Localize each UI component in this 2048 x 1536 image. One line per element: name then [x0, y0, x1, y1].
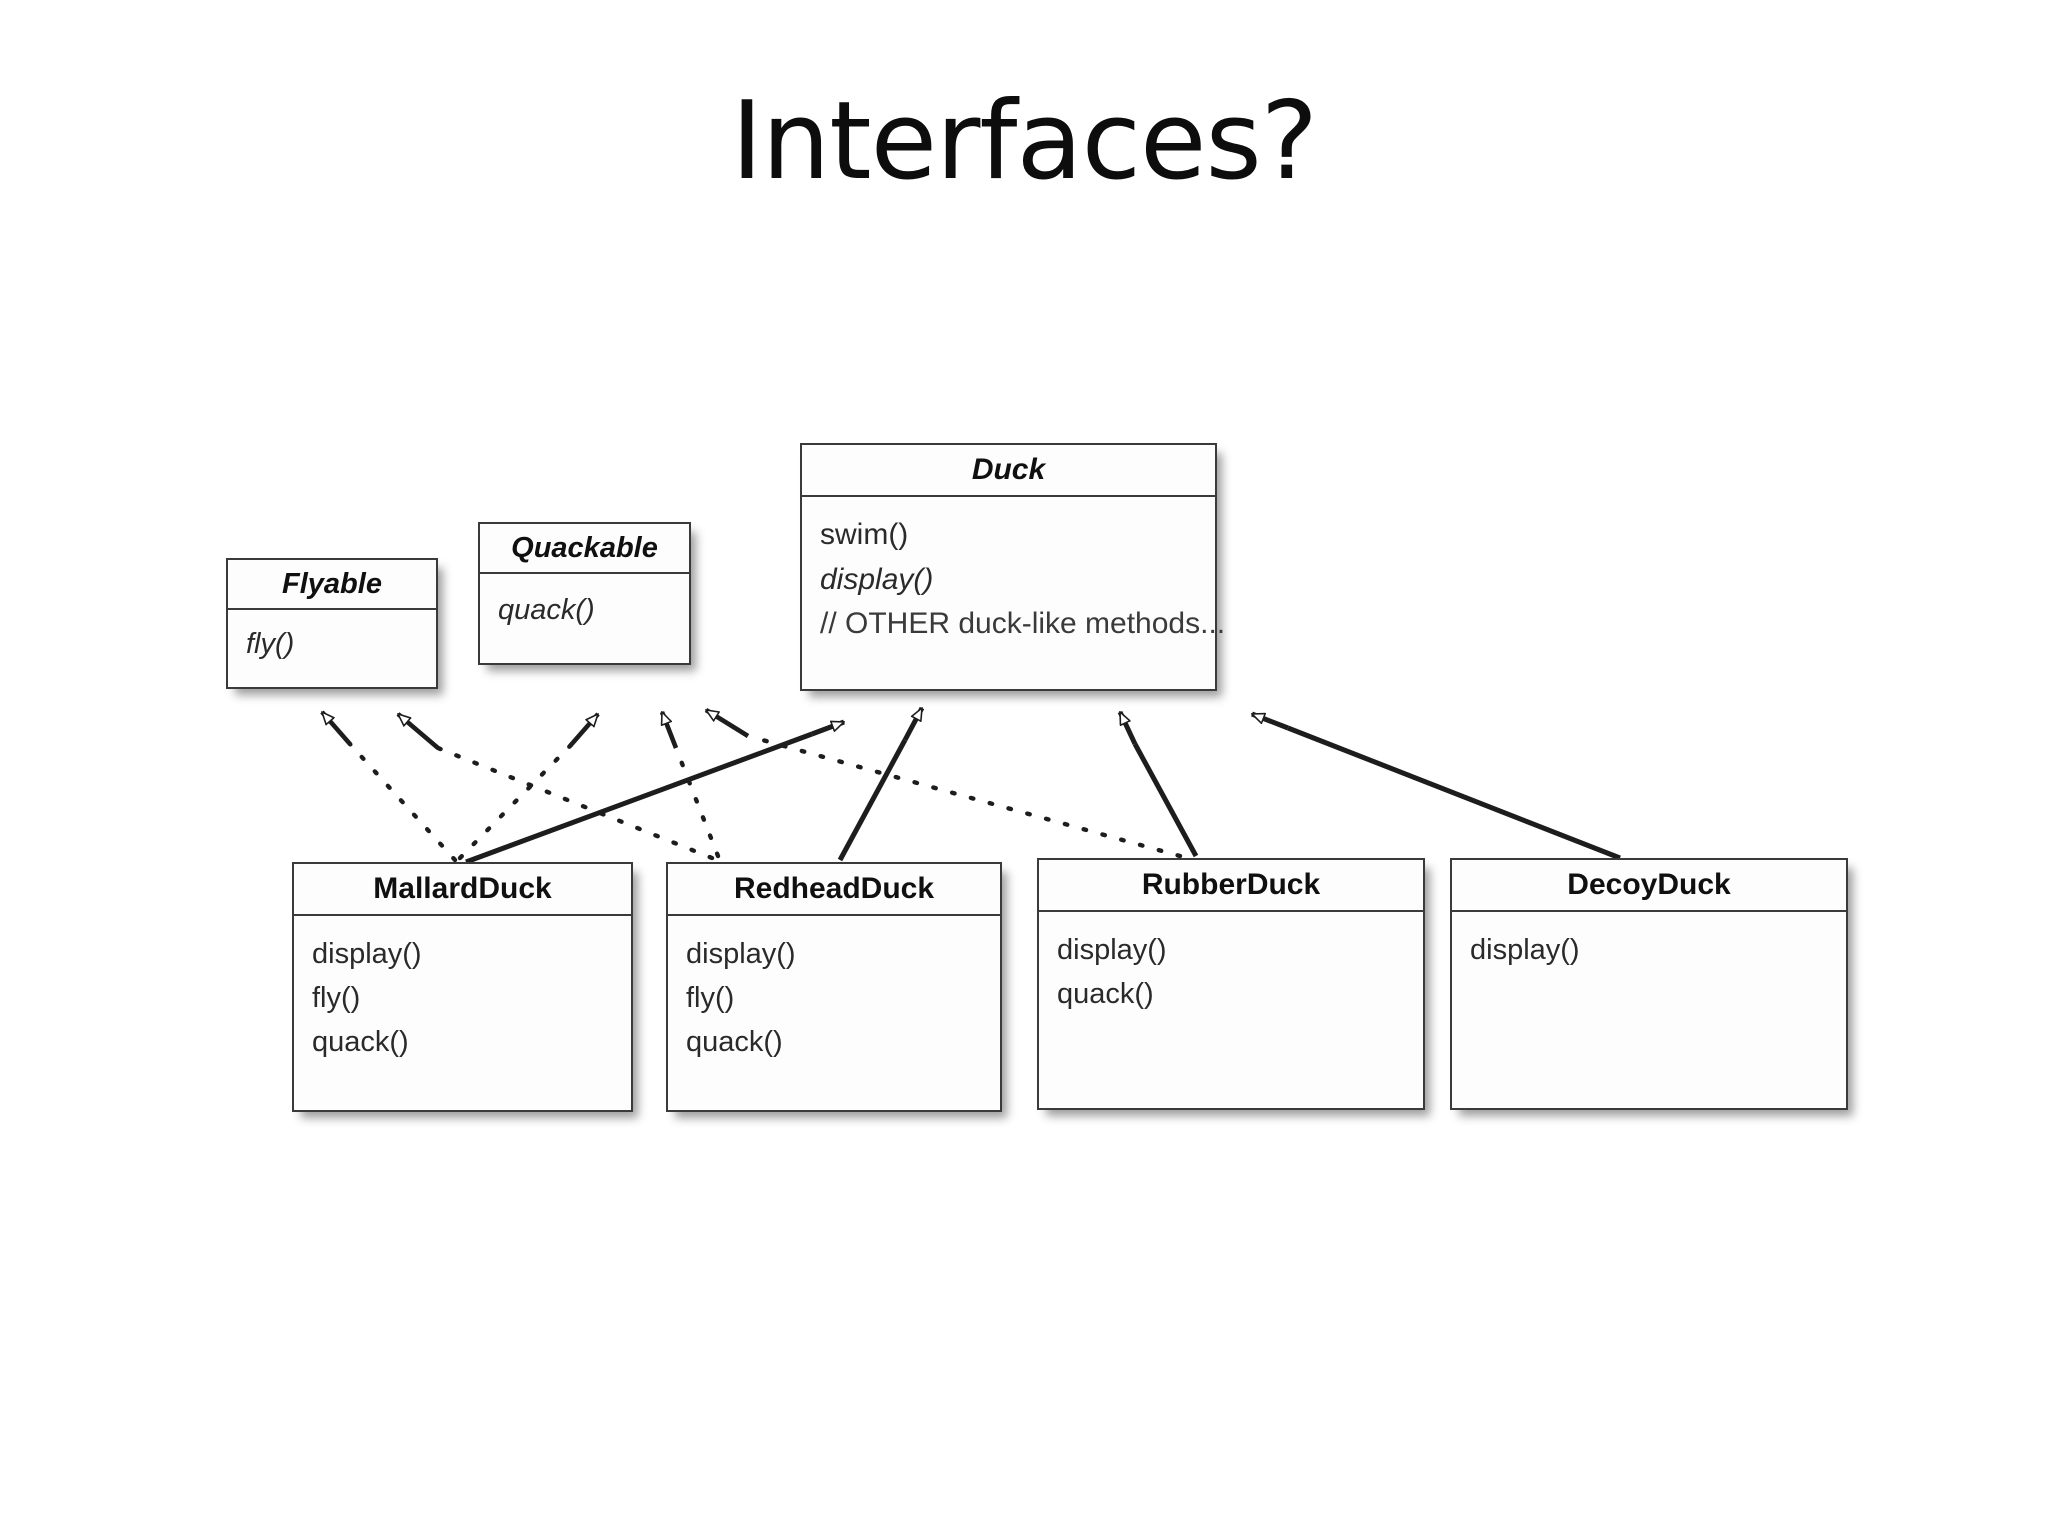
edge-decoy-extends-duck [1252, 711, 1621, 861]
uml-class-flyable[interactable]: Flyable fly() [226, 558, 438, 689]
uml-method-list: fly() [228, 610, 436, 676]
uml-method: display() [1057, 934, 1167, 966]
page-title: Interfaces? [730, 79, 1318, 204]
uml-method: display() [686, 938, 796, 970]
uml-method: quack() [498, 594, 595, 626]
uml-method: display() [312, 938, 422, 970]
uml-class-name: Quackable [480, 524, 689, 574]
edge-rubber-implements-quackable [706, 708, 1183, 859]
uml-method-list: display() [1452, 912, 1846, 982]
uml-method: fly() [312, 982, 361, 1015]
uml-method: quack() [686, 1026, 783, 1059]
uml-method: display() [820, 562, 934, 596]
uml-method-list: quack() [480, 574, 689, 642]
uml-method: fly() [686, 982, 735, 1015]
uml-class-rubberduck[interactable]: RubberDuck display() quack() [1037, 858, 1425, 1110]
edge-mallard-implements-flyable [320, 712, 458, 863]
edge-rubber-extends-duck [1117, 712, 1199, 858]
uml-class-redheadduck[interactable]: RedheadDuck display() fly() quack() [666, 862, 1002, 1112]
uml-class-name: Flyable [228, 560, 436, 610]
uml-class-duck[interactable]: Duck swim() display() // OTHER duck-like… [800, 443, 1226, 691]
edge-mallard-implements-quackable [457, 714, 600, 861]
uml-class-name: RubberDuck [1039, 860, 1423, 912]
uml-method: fly() [246, 628, 295, 660]
uml-class-decoyduck[interactable]: DecoyDuck display() [1450, 858, 1848, 1110]
uml-method-list: display() fly() quack() [668, 916, 1000, 1074]
edge-redhead-implements-quackable [659, 712, 721, 859]
edge-redhead-extends-duck [837, 708, 925, 862]
uml-class-mallardduck[interactable]: MallardDuck display() fly() quack() [292, 862, 633, 1112]
uml-class-name: RedheadDuck [668, 864, 1000, 916]
edge-mallard-extends-duck [465, 719, 844, 865]
uml-method: display() [1470, 934, 1580, 966]
uml-class-name: DecoyDuck [1452, 860, 1846, 912]
uml-method-list: swim() display() // OTHER duck-like meth… [802, 497, 1226, 657]
uml-method-list: display() quack() [1039, 912, 1423, 1026]
uml-method: quack() [1057, 978, 1154, 1011]
uml-class-name: Duck [802, 445, 1215, 497]
uml-class-name: MallardDuck [294, 864, 631, 916]
uml-method-comment: // OTHER duck-like methods... [820, 607, 1226, 640]
uml-method: swim() [820, 518, 909, 551]
uml-method-list: display() fly() quack() [294, 916, 631, 1074]
edge-redhead-implements-flyable [398, 712, 715, 861]
uml-method: quack() [312, 1026, 409, 1059]
uml-class-quackable[interactable]: Quackable quack() [478, 522, 691, 665]
